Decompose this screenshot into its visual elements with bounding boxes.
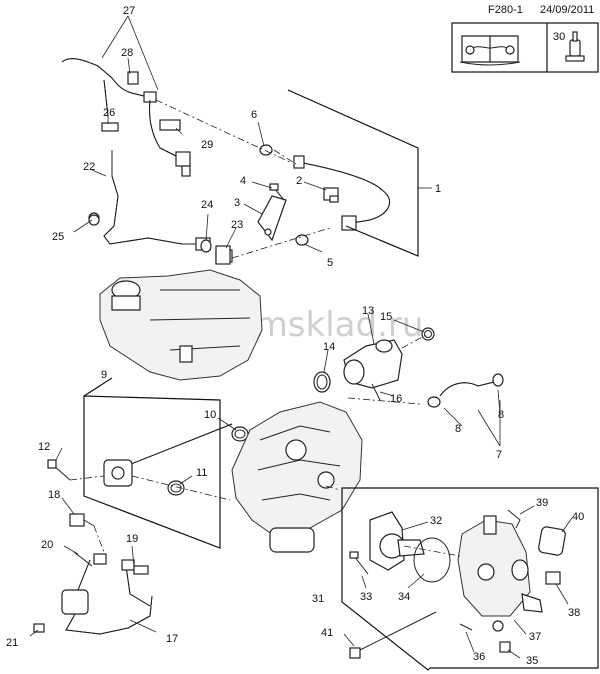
thermostat-housing	[457, 515, 543, 617]
clamp-24	[200, 239, 212, 253]
callout-29: 29	[201, 139, 213, 151]
callout-numbers: 27 28 26 6 29 22 4 2 1 3 24 23 25 5 13 1…	[6, 5, 584, 667]
bolt-35	[499, 641, 511, 653]
callout-12: 12	[38, 441, 50, 453]
hose-8	[427, 373, 504, 408]
clip-39	[507, 509, 521, 529]
bolt-21	[33, 623, 45, 633]
callout-13: 13	[362, 305, 374, 317]
sensor-38	[545, 571, 561, 585]
bolt-18	[69, 513, 95, 527]
clip-36	[459, 623, 473, 631]
callout-31: 31	[312, 593, 324, 605]
callout-20: 20	[41, 539, 53, 551]
callout-41: 41	[321, 627, 333, 639]
callout-3: 3	[234, 197, 240, 209]
callout-21: 21	[6, 637, 18, 649]
callout-28: 28	[121, 47, 133, 59]
callout-32: 32	[430, 515, 442, 527]
coolant-pipe-16	[371, 383, 381, 401]
seal-34	[413, 537, 451, 583]
callout-40: 40	[572, 511, 584, 523]
clamp-6	[259, 144, 273, 156]
callout-38: 38	[568, 607, 580, 619]
coolant-hose-1	[293, 155, 391, 231]
callout-2: 2	[296, 175, 302, 187]
callout-35: 35	[526, 655, 538, 667]
outlet-housing-13	[343, 339, 403, 389]
bracket-3	[257, 195, 287, 242]
callout-33: 33	[360, 591, 372, 603]
group-bracket-9	[83, 377, 221, 549]
callout-23: 23	[231, 219, 243, 231]
gasket-14	[313, 371, 331, 393]
hose-clip-2	[323, 187, 339, 203]
clamp-5	[295, 234, 309, 246]
tool-number: 30	[553, 31, 565, 43]
o-ring-11	[167, 480, 185, 496]
callout-24: 24	[201, 199, 213, 211]
callout-7: 7	[496, 449, 502, 461]
callout-1: 1	[435, 183, 441, 195]
gasket-40	[538, 526, 566, 556]
bolt-12	[47, 459, 71, 481]
callout-37: 37	[529, 631, 541, 643]
bolt-41	[349, 611, 437, 659]
callout-8b: 8	[498, 409, 504, 421]
callout-8a: 8	[455, 423, 461, 435]
coolant-pipe-10	[103, 423, 233, 487]
callout-36: 36	[473, 651, 485, 663]
callout-11: 11	[196, 467, 207, 479]
o-ring-10	[231, 426, 249, 442]
vent-pipe-29	[149, 99, 191, 177]
expansion-tank	[99, 269, 263, 381]
callout-18: 18	[48, 489, 60, 501]
upper-vent-hose	[61, 58, 157, 117]
group-bracket-1	[287, 89, 419, 257]
callout-16: 16	[390, 393, 402, 405]
callout-9: 9	[101, 369, 107, 381]
nut-25	[88, 214, 100, 226]
callout-25: 25	[52, 231, 64, 243]
callout-26: 26	[103, 107, 115, 119]
tool-30-icon	[565, 31, 585, 62]
callout-17: 17	[166, 633, 178, 645]
callout-14: 14	[323, 341, 335, 353]
bolt-33	[349, 551, 369, 575]
gasket-15	[421, 327, 435, 341]
service-manual-wrench-icon	[459, 35, 521, 66]
lower-hose-17	[61, 553, 153, 635]
thermostat-32	[369, 511, 425, 571]
callout-39: 39	[536, 497, 548, 509]
callout-6: 6	[251, 109, 257, 121]
callout-19: 19	[126, 533, 138, 545]
engine-block	[231, 401, 363, 553]
group-bracket-31	[341, 487, 599, 671]
bolt-20	[73, 551, 93, 567]
callout-15: 15	[380, 311, 392, 323]
washer-37	[492, 620, 504, 632]
leader-lines	[29, 15, 573, 659]
diagram-code: F280-1	[488, 4, 523, 16]
diagram-date: 24/09/2011	[540, 4, 595, 16]
callout-5: 5	[327, 257, 333, 269]
clip-19	[133, 565, 149, 575]
callout-22: 22	[83, 161, 95, 173]
callout-10: 10	[204, 409, 216, 421]
callout-4: 4	[240, 175, 246, 187]
legend-box: 30	[451, 22, 599, 73]
callout-34: 34	[398, 591, 410, 603]
callout-27: 27	[123, 5, 135, 17]
sensor-23	[215, 245, 231, 265]
